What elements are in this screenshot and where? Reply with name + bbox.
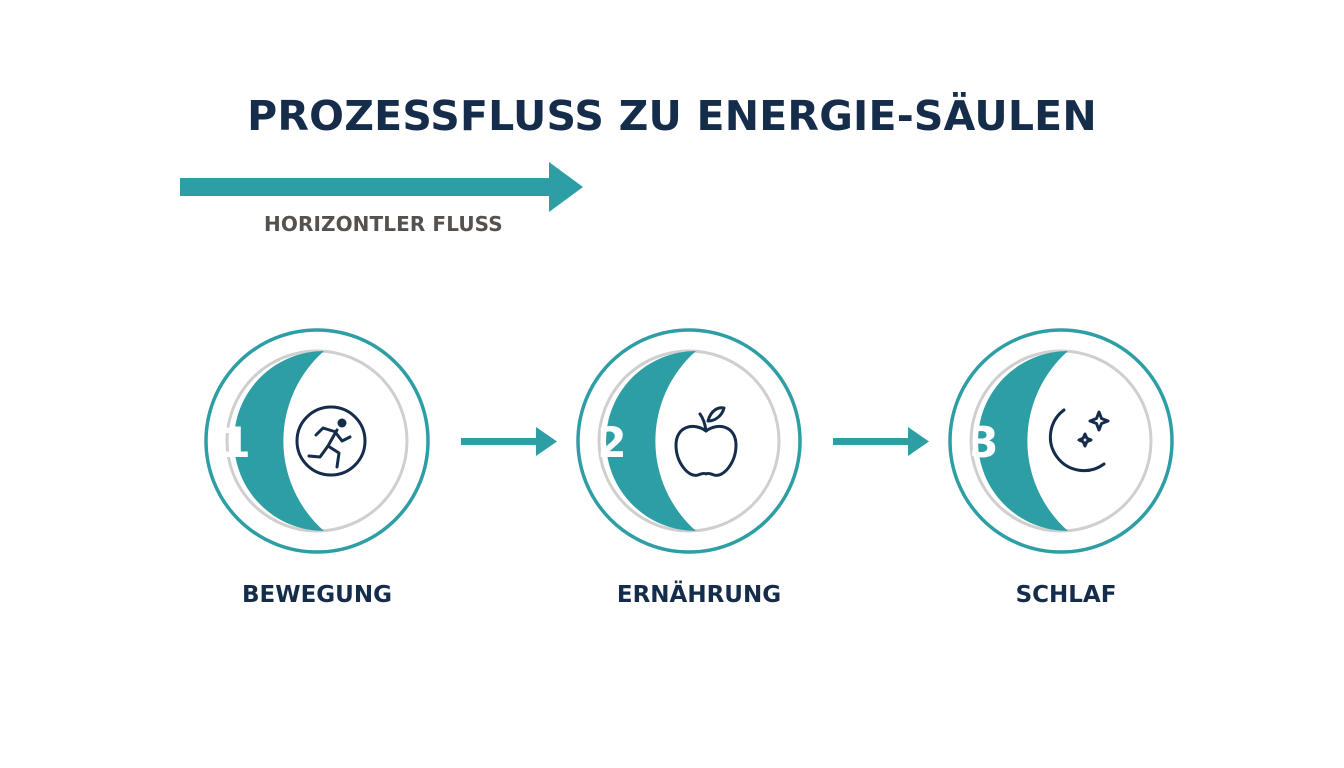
apple-icon: [674, 406, 738, 477]
step-3-crescent: [978, 351, 1068, 531]
horizontal-flow-arrow: [180, 162, 583, 212]
arrow-2-to-3: [833, 427, 929, 456]
step-1-label: BEWEGUNG: [241, 582, 392, 608]
arrow-1-to-2: [461, 427, 557, 456]
page-title: PROZESSFLUSS ZU ENERGIE-SÄULEN: [247, 92, 1097, 140]
step-1: 1: [204, 328, 430, 554]
step-2-label: ERNÄHRUNG: [616, 582, 782, 608]
step-2: 2: [576, 328, 802, 554]
step-2-crescent: [606, 351, 696, 531]
step-2-number: 2: [597, 418, 626, 467]
step-3: 3: [948, 328, 1174, 554]
moon-stars-icon: [1048, 408, 1110, 473]
flow-label: HORIZONTLER FLUSS: [264, 212, 503, 236]
running-person-icon: [295, 405, 367, 477]
step-1-crescent: [234, 351, 324, 531]
step-1-number: 1: [221, 418, 250, 467]
step-3-label: SCHLAF: [1015, 582, 1117, 608]
step-3-number: 3: [969, 418, 998, 467]
